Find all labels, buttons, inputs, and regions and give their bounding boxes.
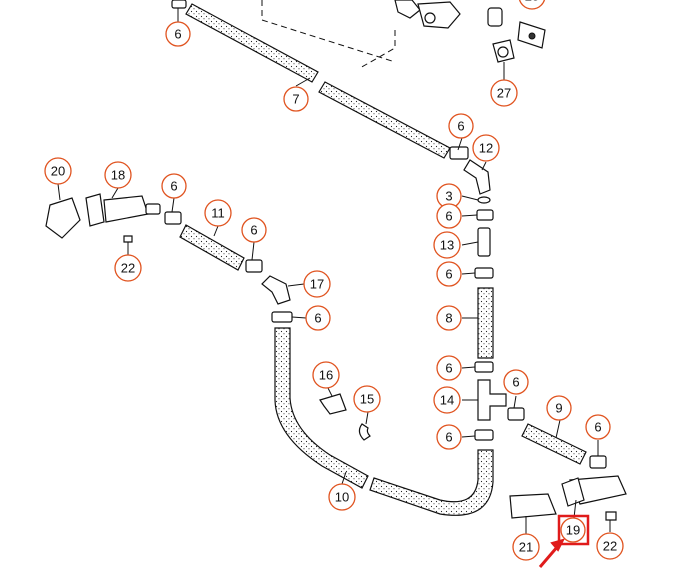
top-part-cluster <box>171 0 546 63</box>
callout-6[interactable]: 6 <box>448 113 474 139</box>
svg-text:12: 12 <box>479 141 493 156</box>
svg-text:6: 6 <box>457 119 464 134</box>
callout-16[interactable]: 16 <box>312 361 340 389</box>
svg-text:22: 22 <box>603 539 617 554</box>
svg-text:10: 10 <box>335 490 349 505</box>
callout-6[interactable]: 6 <box>161 173 187 199</box>
svg-text:11: 11 <box>211 206 225 221</box>
svg-text:15: 15 <box>360 392 374 407</box>
callout-6[interactable]: 6 <box>585 414 611 440</box>
svg-text:21: 21 <box>519 540 533 555</box>
callout-18[interactable]: 18 <box>104 161 132 189</box>
svg-text:14: 14 <box>440 393 454 408</box>
clips-15-16 <box>319 393 371 441</box>
callout-3[interactable]: 3 <box>436 183 462 209</box>
callout-6[interactable]: 6 <box>305 305 331 331</box>
svg-text:6: 6 <box>174 27 181 42</box>
callout-12[interactable]: 12 <box>472 134 500 162</box>
leader-lines <box>57 8 611 534</box>
callout-11[interactable]: 11 <box>204 199 232 227</box>
callout-17[interactable]: 17 <box>303 270 331 298</box>
callout-15[interactable]: 15 <box>353 385 381 413</box>
svg-text:20: 20 <box>51 164 65 179</box>
svg-text:6: 6 <box>594 420 601 435</box>
svg-text:6: 6 <box>445 267 452 282</box>
callout-21[interactable]: 21 <box>512 533 540 561</box>
arrow-head-icon <box>550 538 565 552</box>
callout-14[interactable]: 14 <box>433 386 461 414</box>
callout-7[interactable]: 7 <box>283 86 309 112</box>
dashed-reference-lines <box>261 0 396 69</box>
svg-text:27: 27 <box>497 86 511 101</box>
svg-text:16: 16 <box>319 368 333 383</box>
callout-19[interactable]: 19 <box>560 517 586 543</box>
right-vertical-assembly <box>449 146 507 441</box>
svg-text:17: 17 <box>310 277 324 292</box>
callout-6[interactable]: 6 <box>436 424 462 450</box>
callout-6[interactable]: 6 <box>241 217 267 243</box>
callout-22[interactable]: 22 <box>596 532 624 560</box>
callout-22[interactable]: 22 <box>114 254 142 282</box>
hose-7 <box>185 3 451 159</box>
left-assembly <box>45 193 293 323</box>
svg-text:13: 13 <box>440 238 454 253</box>
svg-text:3: 3 <box>445 189 452 204</box>
callout-13[interactable]: 13 <box>433 231 461 259</box>
callout-6[interactable]: 6 <box>436 355 462 381</box>
svg-text:6: 6 <box>445 430 452 445</box>
right-bottom-assembly <box>507 407 627 521</box>
svg-text:6: 6 <box>250 223 257 238</box>
svg-text:9: 9 <box>555 401 562 416</box>
callout-6[interactable]: 6 <box>436 203 462 229</box>
callout-9[interactable]: 9 <box>546 395 572 421</box>
svg-text:22: 22 <box>121 261 135 276</box>
callout-10[interactable]: 10 <box>328 483 356 511</box>
svg-text:6: 6 <box>170 179 177 194</box>
svg-text:18: 18 <box>111 168 125 183</box>
callout-6[interactable]: 6 <box>503 369 529 395</box>
svg-text:6: 6 <box>445 209 452 224</box>
svg-text:6: 6 <box>314 311 321 326</box>
callout-27[interactable]: 27 <box>490 79 518 107</box>
svg-text:7: 7 <box>292 92 299 107</box>
hose-10 <box>274 327 494 516</box>
callouts: 6 7 27 28 6 12 20 18 6 11 6 22 17 6 3 6 … <box>44 0 624 561</box>
callout-8[interactable]: 8 <box>436 305 462 331</box>
callout-20[interactable]: 20 <box>44 157 72 185</box>
callout-28[interactable]: 28 <box>518 0 546 10</box>
svg-text:6: 6 <box>445 361 452 376</box>
svg-text:8: 8 <box>445 311 452 326</box>
svg-text:28: 28 <box>525 0 539 4</box>
callout-6[interactable]: 6 <box>436 261 462 287</box>
highlight-19 <box>538 514 590 568</box>
svg-text:6: 6 <box>512 375 519 390</box>
svg-text:19: 19 <box>566 523 580 538</box>
callout-6[interactable]: 6 <box>165 21 191 47</box>
